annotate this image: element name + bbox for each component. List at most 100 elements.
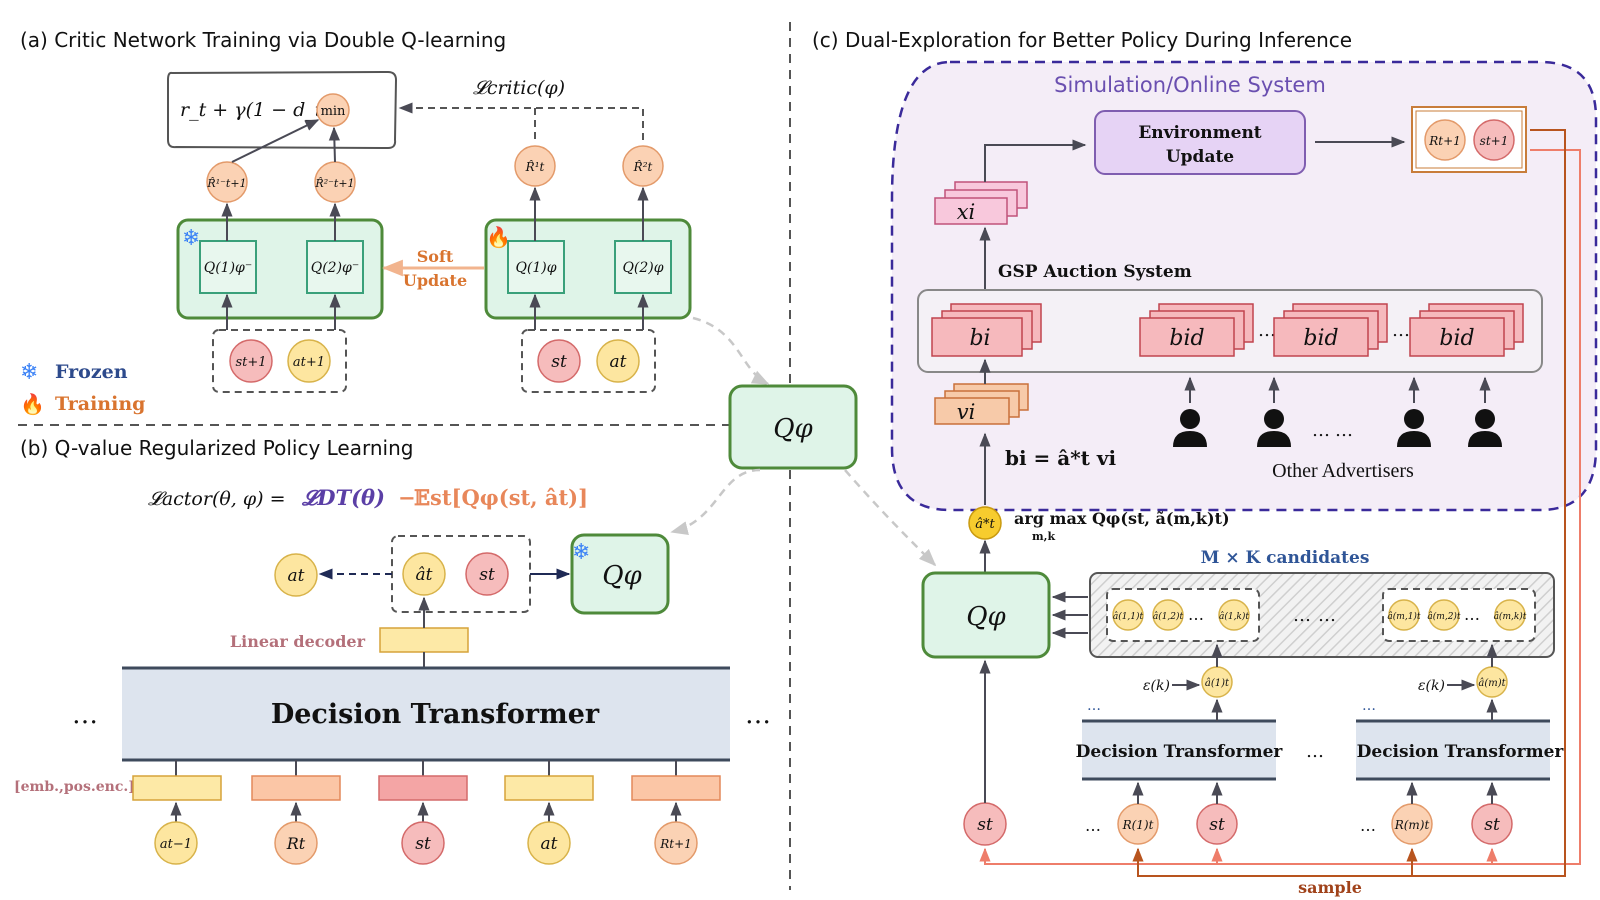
svg-text:Rt+1: Rt+1	[1428, 134, 1461, 148]
argmax-expression: arg max Qφ(st, ã(m,k)t)	[1014, 509, 1230, 528]
s-t-node-c1: st	[1196, 803, 1238, 845]
dt-right-ellipsis: …	[745, 700, 771, 730]
svg-text:vi: vi	[957, 400, 976, 424]
reward-sample-line	[1132, 129, 1566, 877]
candidate-node: â(m,2)t	[1427, 599, 1461, 631]
r-hat-2-node: R̂²t	[622, 145, 664, 187]
next-state-reward-inner	[1415, 110, 1523, 169]
gsp-label: GSP Auction System	[998, 262, 1192, 282]
candidate-group-ellipsis-2: …	[1318, 605, 1336, 626]
legend-frozen: Frozen	[55, 361, 128, 383]
decision-transformer-b	[122, 668, 730, 760]
panel-b-title: (b) Q-value Regularized Policy Learning	[20, 436, 413, 460]
svg-text:st: st	[479, 565, 495, 585]
other-advertisers-label: Other Advertisers	[1272, 460, 1414, 482]
svg-text:Decision Transformer: Decision Transformer	[1076, 742, 1284, 762]
svg-text:R̂²⁻t+1: R̂²⁻t+1	[314, 177, 354, 190]
svg-text:at+1: at+1	[293, 355, 325, 370]
embedding-box	[132, 775, 222, 801]
simulation-system-region	[890, 60, 1598, 512]
candidate-ellipsis: …	[1188, 605, 1204, 624]
svg-text:Update: Update	[1166, 147, 1234, 167]
svg-text:Q(1)φ: Q(1)φ	[515, 260, 556, 276]
linear-decoder-label: Linear decoder	[230, 632, 366, 651]
soft-update-label-1: Soft	[417, 247, 454, 266]
epsilon-label-m: ε(k)	[1418, 678, 1445, 694]
svg-text:Q(2)φ: Q(2)φ	[622, 260, 663, 276]
state-feedback-line	[979, 149, 1581, 865]
embedding-box	[251, 775, 341, 801]
actor-loss-dt: 𝓛DT(θ)	[301, 485, 385, 510]
a-star-node: â*t	[968, 506, 1002, 540]
bid-stack-2: bid	[1273, 303, 1388, 357]
advertiser-ellipsis-2: …	[1335, 420, 1353, 441]
candidate-ellipsis: …	[1464, 605, 1480, 624]
s-t-node-c-main: st	[963, 802, 1007, 846]
q2-frozen-box	[306, 240, 364, 294]
dt-label-b: Decision Transformer	[271, 699, 600, 730]
min-node	[316, 93, 350, 127]
r-1-ellipsis: …	[1085, 816, 1101, 835]
svg-text:st: st	[1209, 815, 1225, 835]
frozen-q-box-b	[570, 533, 670, 615]
dt-1-top-ellipsis: …	[1087, 698, 1101, 714]
environment-update-box	[1094, 110, 1306, 175]
svg-text:â*t: â*t	[975, 517, 995, 532]
svg-text:st: st	[415, 834, 431, 854]
s-t-node-a: st	[537, 339, 581, 383]
svg-text:â(1)t: â(1)t	[1205, 678, 1230, 689]
r-next-node-c: Rt+1	[1424, 119, 1466, 161]
advertiser-icon-3	[1397, 376, 1431, 447]
candidate-node: â(1,1)t	[1112, 599, 1144, 631]
a-hat-node-b: ât	[402, 552, 446, 596]
r-m-ellipsis: …	[1360, 816, 1376, 835]
sample-label: sample	[1298, 878, 1362, 897]
b-i-stack: bi	[931, 303, 1042, 357]
embedding-box	[631, 775, 721, 801]
center-q-label: Qφ	[773, 414, 813, 444]
candidates-label: M × K candidates	[1201, 548, 1370, 568]
decision-transformer-cm	[1356, 721, 1550, 779]
actor-loss-lhs: 𝓛actor(θ, φ) =	[148, 488, 286, 510]
bid-ellipsis-2: …	[1392, 320, 1410, 341]
svg-text:â(m)t: â(m)t	[1478, 678, 1506, 689]
svg-text:R̂²t: R̂²t	[633, 159, 653, 174]
input-column-1: at−1	[132, 760, 222, 865]
emb-pos-enc-label: [emb.,pos.enc.]	[14, 779, 135, 795]
a-hat-m-node: â(m)t	[1476, 666, 1508, 698]
decision-transformer-c1	[1082, 721, 1276, 779]
svg-text:R(1)t: R(1)t	[1122, 818, 1154, 832]
soft-update-label-2: Update	[403, 271, 467, 290]
advertiser-icon-1	[1173, 376, 1207, 447]
frozen-q-snowflake-icon: ❄	[572, 540, 590, 565]
svg-text:Rt: Rt	[286, 834, 306, 853]
critic-loss-arrow	[398, 102, 644, 140]
candidate-node: â(1,2)t	[1152, 599, 1184, 631]
svg-text:at: at	[541, 834, 558, 854]
legend-flame-icon: 🔥	[20, 392, 45, 416]
candidate-group-ellipsis: …	[1293, 605, 1311, 626]
candidate-node: â(m,1)t	[1387, 599, 1421, 631]
svg-text:st+1: st+1	[235, 355, 266, 370]
r-m-node: R(m)t	[1391, 803, 1433, 845]
svg-text:bid: bid	[1303, 326, 1338, 351]
x-i-stack: xi	[934, 181, 1028, 225]
svg-text:Q(2)φ⁻: Q(2)φ⁻	[311, 260, 360, 276]
svg-text:Environment: Environment	[1138, 123, 1261, 143]
bid-stack-3: bid	[1409, 303, 1524, 357]
r-hat-1-node: R̂¹t	[514, 145, 556, 187]
svg-text:â(1,1)t: â(1,1)t	[1113, 611, 1144, 622]
s-t-node-cm: st	[1471, 803, 1513, 845]
svg-text:Decision Transformer: Decision Transformer	[1357, 742, 1565, 762]
input-column-4: at	[504, 760, 594, 865]
svg-text:xi: xi	[957, 200, 976, 224]
legend-training: Training	[55, 393, 145, 415]
svg-text:Q(1)φ⁻: Q(1)φ⁻	[204, 260, 253, 276]
candidate-node: â(m,k)t	[1494, 599, 1527, 631]
svg-text:R̂¹t: R̂¹t	[525, 159, 545, 174]
s-t-node-b: st	[465, 552, 509, 596]
legend-snowflake-icon: ❄	[20, 360, 38, 385]
critic-to-center-dashed-arrow	[692, 316, 770, 386]
snowflake-icon: ❄	[182, 226, 200, 251]
svg-text:â(m,k)t: â(m,k)t	[1494, 611, 1527, 622]
